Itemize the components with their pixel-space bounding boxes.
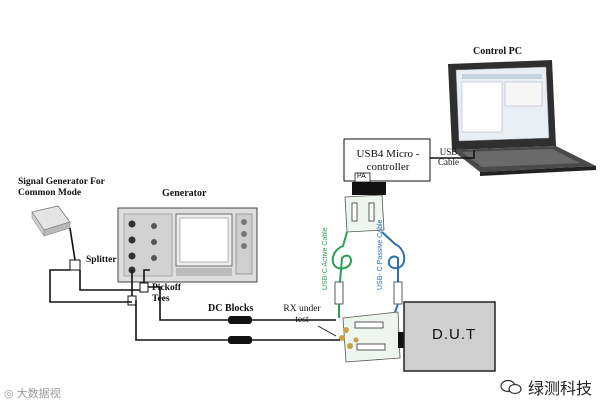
generator-label: Generator — [162, 188, 207, 199]
microcontroller-label-line1: USB4 Micro - — [356, 148, 420, 160]
signal-generator-label: Signal Generator For Common Mode — [18, 177, 105, 199]
watermark-left-icon: ◎ — [4, 388, 17, 400]
dc-block-upper — [228, 316, 252, 324]
watermark-right: 绿测科技 — [500, 375, 592, 399]
splitter-box — [69, 259, 81, 271]
pickoff-tees-label: Pickoff Tees — [152, 283, 181, 305]
watermark-right-text: 绿测科技 — [528, 379, 593, 398]
pickoff-tees-label-line1: Pickoff — [152, 283, 182, 293]
signal-generator-label-line2: Common Mode — [18, 187, 82, 198]
wechat-icon — [500, 379, 522, 395]
generator-instrument — [117, 207, 258, 283]
pickoff-tee-upper — [139, 282, 149, 293]
usb-c-passive-cable — [381, 231, 406, 321]
pickoff-tees-label-line2: Tees — [152, 293, 170, 304]
micro-connector — [352, 182, 386, 195]
usb-cable-label: USB Cable — [438, 147, 459, 168]
microcontroller-label: USB4 Micro - controller — [350, 148, 426, 173]
rx-under-test-label-line2: test — [295, 314, 309, 325]
usb-cable-label-line2: Cable — [438, 157, 459, 168]
dut-box — [403, 301, 496, 372]
watermark-left: ◎ 大数据视 — [4, 385, 61, 401]
active-cable-label: USB-C Active Cable — [322, 227, 329, 290]
watermark-left-text: 大数据视 — [16, 388, 61, 400]
pickoff-tee-lower — [127, 295, 137, 306]
microcontroller-label-line2: controller — [366, 160, 410, 173]
passive-cable-label: USB- C Passive Cable — [377, 219, 384, 290]
dut-label: D.U.T — [432, 326, 477, 343]
dut-connector — [398, 332, 407, 348]
common-mode-signal-generator — [31, 205, 71, 237]
rx-under-test-label-line1: RX under — [283, 304, 321, 314]
control-pc-laptop — [448, 60, 596, 176]
rx-pointer-line — [317, 325, 337, 337]
upper-fixture-board — [344, 194, 385, 233]
dc-block-lower — [228, 336, 252, 344]
control-pc-label: Control PC — [473, 46, 522, 57]
dc-blocks-label: DC Blocks — [208, 303, 254, 314]
rx-under-test-label: RX under test — [280, 304, 324, 326]
signal-generator-label-line1: Signal Generator For — [18, 177, 105, 187]
usb-cable-label-line1: USB — [439, 147, 458, 157]
microcontroller-box — [343, 138, 431, 182]
pa-tag-label: PA — [357, 173, 366, 180]
lower-fixture-board — [339, 311, 401, 363]
splitter-label: Splitter — [86, 255, 117, 265]
usb-cable-line — [430, 150, 475, 159]
usb-c-active-cable — [331, 231, 352, 318]
